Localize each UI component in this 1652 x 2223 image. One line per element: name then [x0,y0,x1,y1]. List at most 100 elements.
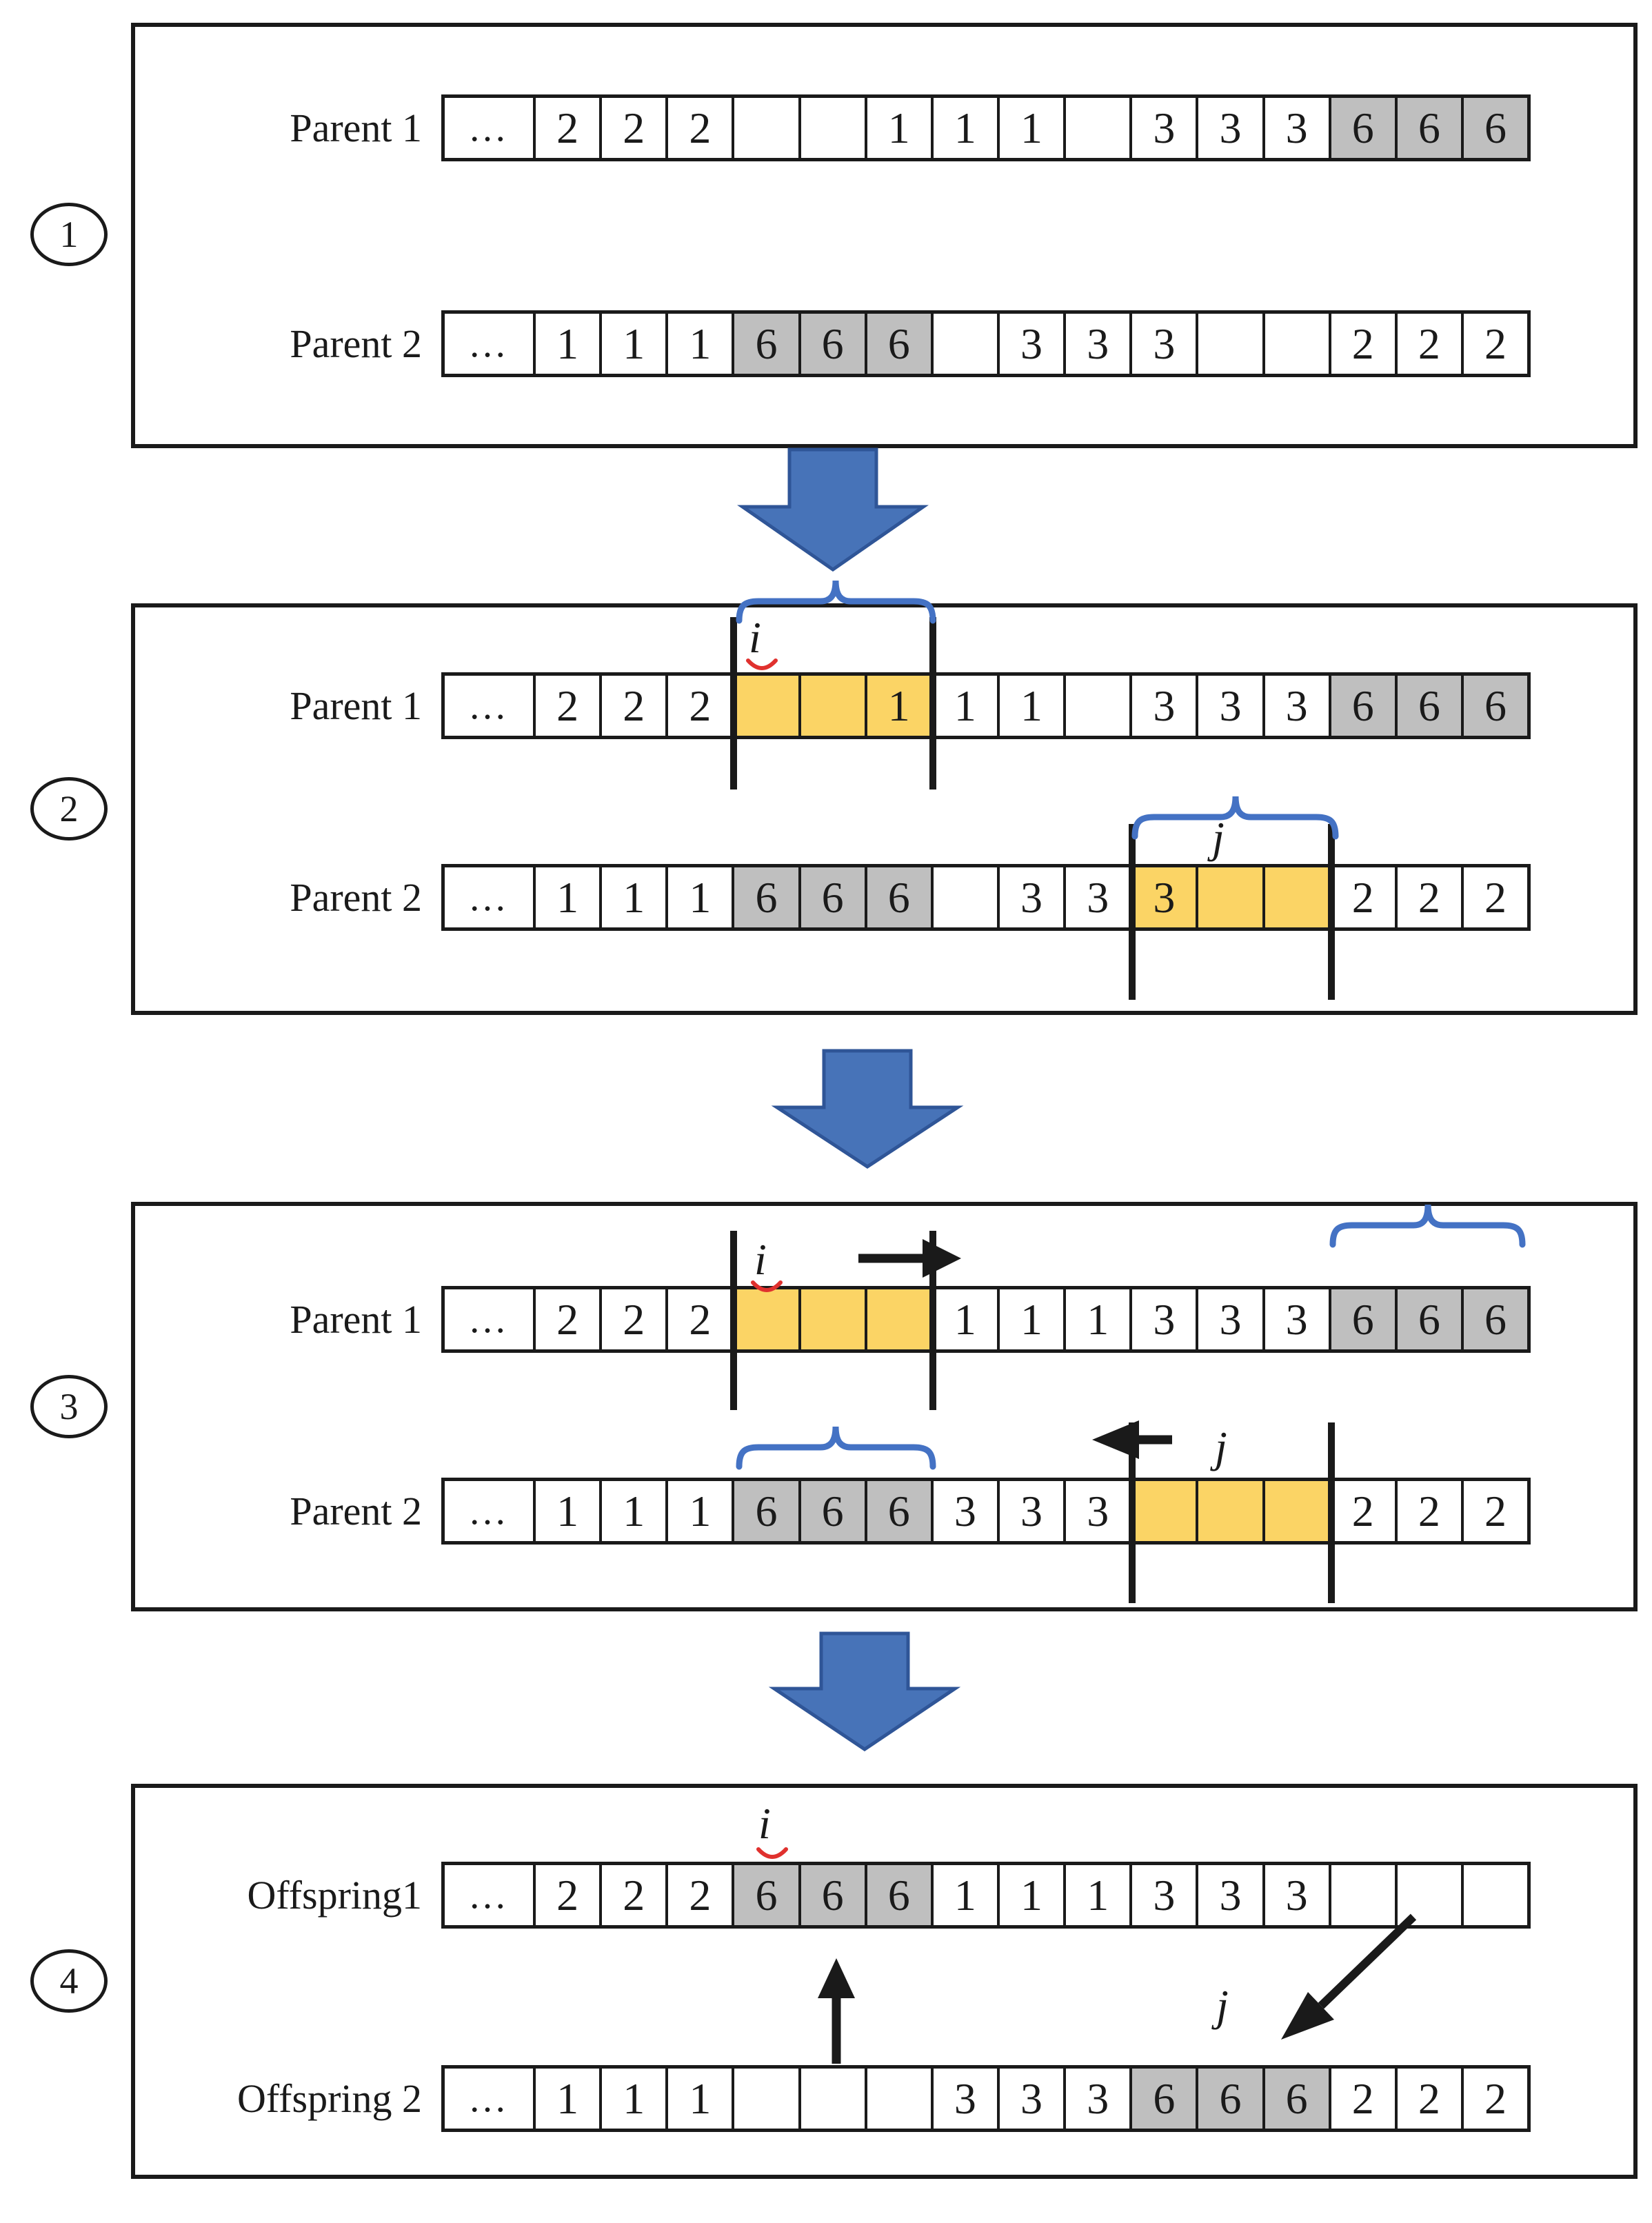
sequence-cell: 3 [933,1481,1000,1541]
sequence-cell: 3 [1066,2069,1133,2129]
cell-value: 3 [1087,319,1109,368]
cell-value: 1 [887,103,910,152]
sequence-cell [734,1289,801,1349]
cut-bar-i-right-step3 [929,1231,936,1410]
sequence-cell: 2 [602,1865,669,1925]
cell-value: 6 [887,1486,910,1536]
cell-value: 3 [1153,319,1176,368]
sequence-cell: … [445,676,536,736]
sequence-cell: 6 [800,1865,867,1925]
sequence-cell [1198,1481,1265,1541]
sequence-cell [1066,98,1133,158]
sequence-cell: 1 [933,1865,1000,1925]
cell-value: 1 [1020,103,1043,152]
sequence-cell [1265,867,1331,927]
cell-value: 6 [887,872,910,922]
sequence-cell [734,676,801,736]
sequence-cell: 6 [734,314,801,374]
cell-value: 6 [1351,103,1374,152]
cell-value: 3 [954,1486,976,1536]
cell-value: 3 [1219,681,1242,730]
sequence-cell: 6 [800,314,867,374]
sequence-cell: 3 [1132,676,1199,736]
sequence-cell: 6 [1132,2069,1199,2129]
cell-value: 3 [1285,103,1308,152]
cell-value: 2 [623,1870,645,1920]
sequence-cell: 2 [536,1865,603,1925]
cell-value: 1 [623,1486,645,1536]
sequence-cell: 1 [1066,1289,1133,1349]
cell-value: 2 [1351,872,1374,922]
row-label-parent2-step3: Parent 2 [290,1489,422,1533]
cell-value: 2 [556,1294,579,1344]
sequence-cell [800,1289,867,1349]
cell-value: 6 [755,1870,778,1920]
cell-value: 1 [1020,1870,1043,1920]
sequence-cell: 1 [668,1481,735,1541]
cell-value: 2 [1418,2073,1440,2123]
cut-bar-j-left-step2 [1129,824,1136,1000]
sequence-cell: 1 [933,676,1000,736]
cut-bar-i-left-step3 [730,1231,737,1410]
cell-value: 1 [1087,1294,1109,1344]
sequence-cell: 6 [1331,98,1398,158]
sequence-cell [1066,676,1133,736]
sequence-cell: 3 [1132,1289,1199,1349]
cell-value: 1 [689,1486,712,1536]
step-badge-2: 2 [30,777,108,841]
index-label-j-step2: j [1212,813,1225,862]
sequence-cell: 3 [1066,867,1133,927]
cell-value: 1 [887,681,910,730]
cell-value: 6 [821,319,844,368]
row-label-offspring2: Offspring 2 [237,2076,422,2121]
sequence-cell: … [445,1289,536,1349]
cell-value: 2 [689,681,712,730]
index-label-i-step3: i [754,1235,767,1284]
cell-value: 6 [1351,681,1374,730]
sequence-cell [734,2069,801,2129]
cell-value: 2 [623,103,645,152]
sequence-cell: 1 [668,867,735,927]
sequence-cell: 1 [999,1865,1067,1925]
cell-value: … [468,1873,510,1917]
cell-value: 1 [954,681,976,730]
cell-value: 2 [689,103,712,152]
sequence-cell [1198,314,1265,374]
sequence-cell: … [445,867,536,927]
sequence-cell: … [445,314,536,374]
cell-value: 6 [1219,2073,1242,2123]
cell-value: 2 [1351,319,1374,368]
sequence-cell [933,314,1000,374]
cell-value: 3 [1285,1870,1308,1920]
sequence-cell [867,1289,934,1349]
sequence-cell: 2 [1331,2069,1398,2129]
cell-value: 3 [1087,872,1109,922]
cell-value: 6 [821,872,844,922]
cell-value: 6 [755,1486,778,1536]
sequence-cell: 6 [1198,2069,1265,2129]
cell-value: 1 [556,2073,579,2123]
cell-value: 3 [1087,1486,1109,1536]
sequence-cell: 2 [1463,867,1528,927]
cell-value: 3 [1153,1294,1176,1344]
sequence-cell: 6 [1331,676,1398,736]
cell-value: 3 [1219,103,1242,152]
cell-value: 1 [689,319,712,368]
sequence-cell: 1 [668,2069,735,2129]
cell-value: … [468,1298,510,1341]
cell-value: … [468,876,510,919]
cell-value: 6 [1418,681,1440,730]
cell-value: 1 [1087,1870,1109,1920]
sequence-cell: 2 [602,1289,669,1349]
cell-value: 6 [1418,1294,1440,1344]
sequence-cell: … [445,2069,536,2129]
flow-arrow-down-2 [771,1049,964,1169]
sequence-cell: 2 [1397,2069,1464,2129]
